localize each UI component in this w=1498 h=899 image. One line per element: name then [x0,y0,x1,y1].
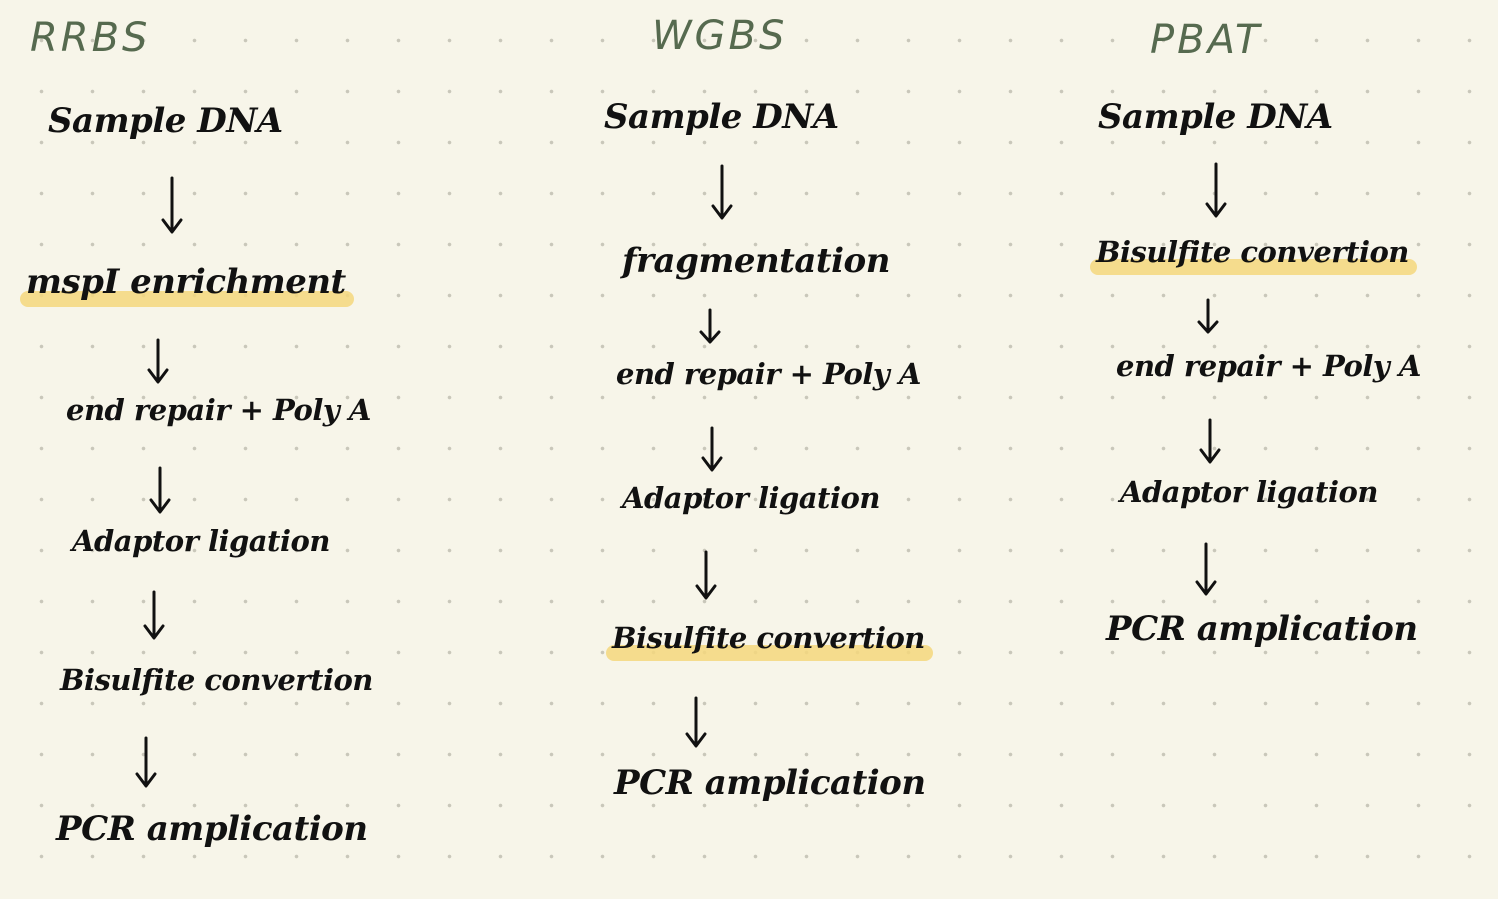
down-arrow-icon [142,590,166,642]
step-end-repair: end repair + Poly A [616,357,921,391]
down-arrow-icon [694,550,718,602]
step-sample-dna: Sample DNA [604,97,839,137]
column-title-rrbs: RRBS [30,15,151,61]
down-arrow-icon [1198,418,1222,466]
column-title-wgbs: WGBS [652,13,788,59]
step-pcr-amplication: PCR amplication [614,763,926,803]
down-arrow-icon [700,426,724,474]
down-arrow-icon [160,176,184,236]
down-arrow-icon [698,308,722,346]
step-end-repair: end repair + Poly A [1116,349,1421,383]
step-sample-dna: Sample DNA [48,101,283,141]
step-end-repair: end repair + Poly A [66,393,371,427]
down-arrow-icon [134,736,158,790]
down-arrow-icon [148,466,172,516]
step-adaptor-ligation: Adaptor ligation [1120,475,1378,509]
highlight-marker [1090,259,1417,275]
step-sample-dna: Sample DNA [1098,97,1333,137]
down-arrow-icon [1196,298,1220,336]
step-bisulfite-convertion: Bisulfite convertion [1090,238,1417,275]
down-arrow-icon [1194,542,1218,598]
step-mspi-enrichment: mspI enrichment [20,265,354,307]
highlight-marker [20,291,354,307]
down-arrow-icon [684,696,708,750]
down-arrow-icon [710,164,734,222]
highlight-marker [606,645,933,661]
column-title-pbat: PBAT [1150,17,1263,63]
step-fragmentation: fragmentation [622,241,890,281]
down-arrow-icon [146,338,170,386]
step-adaptor-ligation: Adaptor ligation [622,481,880,515]
step-adaptor-ligation: Adaptor ligation [72,524,330,558]
down-arrow-icon [1204,162,1228,220]
step-bisulfite-convertion: Bisulfite convertion [606,624,933,661]
step-pcr-amplication: PCR amplication [56,809,368,849]
step-pcr-amplication: PCR amplication [1106,609,1418,649]
step-bisulfite-convertion: Bisulfite convertion [60,663,373,697]
